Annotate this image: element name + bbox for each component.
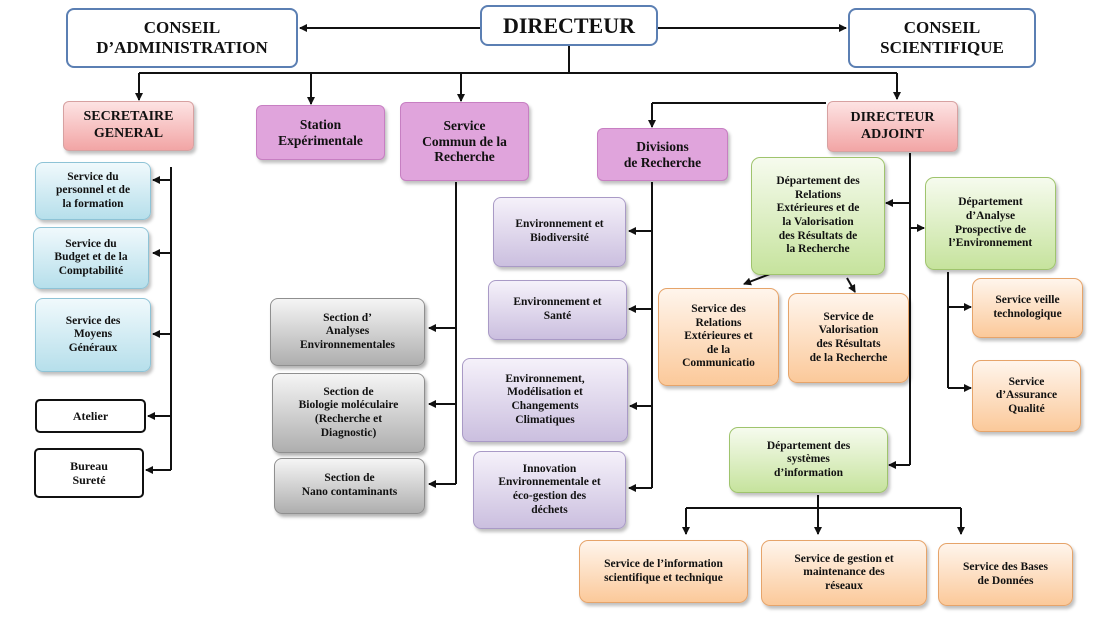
section-nano-label: Section de Nano contaminants <box>301 472 398 498</box>
service-personnel-label: Service du personnel et de la formation <box>55 170 131 210</box>
directeur-box: DIRECTEUR <box>480 5 658 46</box>
conseil-administration-box: CONSEIL D’ADMINISTRATION <box>66 8 298 68</box>
dept-analyse-label: Département d’Analyse Prospective de l’E… <box>948 196 1033 250</box>
section-biologie-label: Section de Biologie moléculaire (Recherc… <box>298 385 399 439</box>
dept-systemes-information-box: Département des systèmes d’information <box>729 427 888 493</box>
divisions-recherche-box: Divisions de Recherche <box>597 128 728 181</box>
dept-analyse-box: Département d’Analyse Prospective de l’E… <box>925 177 1056 270</box>
service-moyens-label: Service des Moyens Généraux <box>65 314 121 354</box>
bureau-surete-label: Bureau Sureté <box>70 458 108 487</box>
service-veille-box: Service veille technologique <box>972 278 1083 338</box>
division-env-sante-box: Environnement et Santé <box>488 280 627 340</box>
service-valorisation-box: Service de Valorisation des Résultats de… <box>788 293 909 383</box>
service-assurance-label: Service d’Assurance Qualité <box>995 375 1058 415</box>
service-gestion-reseaux-label: Service de gestion et maintenance des ré… <box>794 552 894 592</box>
directeur-adjoint-label: DIRECTEUR ADJOINT <box>850 109 935 142</box>
service-commun-label: Service Commun de la Recherche <box>422 117 507 165</box>
service-assurance-box: Service d’Assurance Qualité <box>972 360 1081 432</box>
division-innovation-box: Innovation Environnementale et éco-gesti… <box>473 451 626 529</box>
dept-relations-box: Département des Relations Extérieures et… <box>751 157 885 275</box>
service-personnel-box: Service du personnel et de la formation <box>35 162 151 220</box>
service-bases-donnees-box: Service des Bases de Données <box>938 543 1073 606</box>
division-env-climat-label: Environnement, Modélisation et Changemen… <box>505 372 585 426</box>
division-env-biodiversite-box: Environnement et Biodiversité <box>493 197 626 267</box>
directeur-adjoint-box: DIRECTEUR ADJOINT <box>827 101 958 152</box>
dept-relations-label: Département des Relations Extérieures et… <box>776 175 860 256</box>
conseil-scientifique-label: CONSEIL SCIENTIFIQUE <box>880 17 1004 57</box>
section-biologie-box: Section de Biologie moléculaire (Recherc… <box>272 373 425 453</box>
division-innovation-label: Innovation Environnementale et éco-gesti… <box>498 462 601 516</box>
bureau-surete-box: Bureau Sureté <box>34 448 144 498</box>
service-relations-label: Service des Relations Extérieures et de … <box>682 303 755 370</box>
service-moyens-box: Service des Moyens Généraux <box>35 298 151 372</box>
service-valorisation-label: Service de Valorisation des Résultats de… <box>809 310 888 364</box>
service-commun-box: Service Commun de la Recherche <box>400 102 529 181</box>
service-bases-donnees-label: Service des Bases de Données <box>963 560 1048 587</box>
atelier-label: Atelier <box>72 408 109 423</box>
atelier-box: Atelier <box>35 399 146 433</box>
section-analyses-label: Section d’ Analyses Environnementales <box>300 311 395 351</box>
section-analyses-box: Section d’ Analyses Environnementales <box>270 298 425 366</box>
secretaire-general-box: SECRETAIRE GENERAL <box>63 101 194 151</box>
conseil-scientifique-box: CONSEIL SCIENTIFIQUE <box>848 8 1036 68</box>
directeur-label: DIRECTEUR <box>502 12 636 38</box>
station-experimentale-box: Station Expérimentale <box>256 105 385 160</box>
division-env-climat-box: Environnement, Modélisation et Changemen… <box>462 358 628 442</box>
station-experimentale-label: Station Expérimentale <box>278 116 363 148</box>
secretaire-general-label: SECRETAIRE GENERAL <box>83 109 174 141</box>
service-relations-box: Service des Relations Extérieures et de … <box>658 288 779 386</box>
service-veille-label: Service veille technologique <box>993 294 1062 320</box>
division-env-sante-label: Environnement et Santé <box>513 296 602 322</box>
service-info-scientifique-label: Service de l’information scientifique et… <box>604 557 723 584</box>
service-budget-label: Service du Budget et de la Comptabilité <box>54 237 128 277</box>
service-budget-box: Service du Budget et de la Comptabilité <box>33 227 149 289</box>
division-env-biodiversite-label: Environnement et Biodiversité <box>515 218 604 244</box>
section-nano-box: Section de Nano contaminants <box>274 458 425 514</box>
service-gestion-reseaux-box: Service de gestion et maintenance des ré… <box>761 540 927 606</box>
service-info-scientifique-box: Service de l’information scientifique et… <box>579 540 748 603</box>
divisions-recherche-label: Divisions de Recherche <box>623 138 702 170</box>
dept-systemes-information-label: Département des systèmes d’information <box>766 439 851 479</box>
conseil-administration-label: CONSEIL D’ADMINISTRATION <box>96 17 268 57</box>
